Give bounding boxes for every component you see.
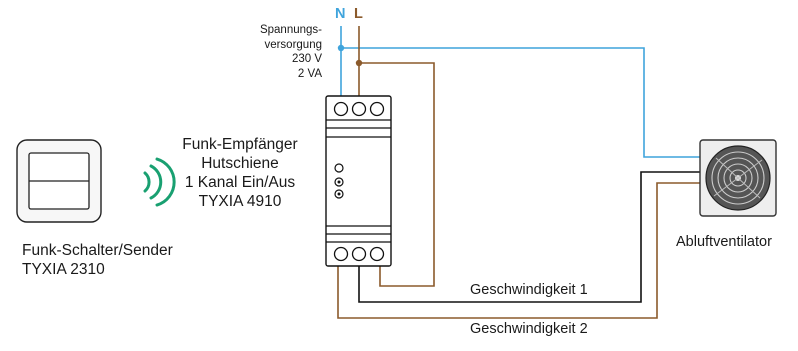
top-terminal-3 [369, 101, 385, 117]
radio-signal-icon [143, 157, 176, 207]
speed2-wire [337, 182, 700, 319]
status-led-icon [334, 163, 344, 173]
receiver-label: Funk-Empfänger Hutschiene 1 Kanal Ein/Au… [182, 136, 298, 210]
speed1-wire [358, 171, 700, 303]
live-label: L [354, 6, 363, 22]
radio-switch-icon [16, 139, 102, 223]
bottom-terminal-2 [351, 246, 367, 262]
neutral-wire-main [340, 26, 700, 158]
neutral-junction [337, 44, 345, 52]
power-supply-label: Spannungs- versorgung 230 V 2 VA [259, 24, 322, 80]
bottom-terminal-1 [333, 246, 349, 262]
top-terminal-1 [333, 101, 349, 117]
din-rail-receiver [325, 95, 392, 267]
bottom-terminal-3 [369, 246, 385, 262]
speed2-label: Geschwindigkeit 2 [470, 321, 588, 337]
exhaust-fan-icon [699, 139, 777, 217]
neutral-label: N [335, 6, 346, 22]
top-terminal-2 [351, 101, 367, 117]
fan-label: Abluftventilator [676, 234, 772, 250]
speed1-label: Geschwindigkeit 1 [470, 282, 588, 298]
live-junction [355, 59, 363, 67]
switch-label: Funk-Schalter/Sender TYXIA 2310 [22, 242, 173, 278]
